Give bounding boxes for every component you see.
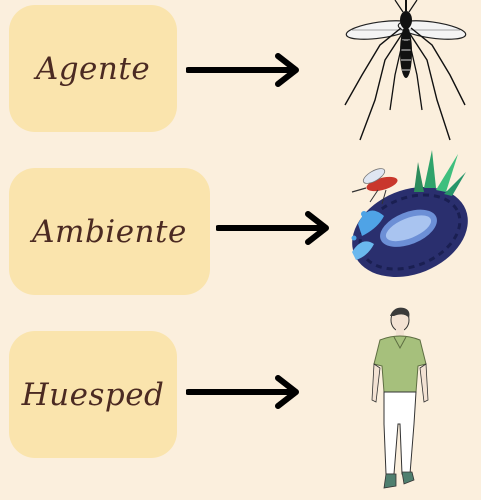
environment-label: Ambiente bbox=[32, 213, 187, 250]
mosquito-icon bbox=[344, 0, 467, 141]
agent-arrow bbox=[186, 53, 299, 87]
environment-box: Ambiente bbox=[9, 168, 210, 295]
environment-arrow bbox=[216, 211, 329, 245]
host-box: Huesped bbox=[9, 331, 177, 458]
host-label: Huesped bbox=[21, 376, 165, 413]
agent-box: Agente bbox=[9, 5, 177, 132]
tire-with-water-icon bbox=[351, 150, 468, 277]
person-walking-icon bbox=[371, 307, 429, 489]
agent-label: Agente bbox=[35, 50, 151, 87]
host-arrow bbox=[186, 375, 299, 409]
